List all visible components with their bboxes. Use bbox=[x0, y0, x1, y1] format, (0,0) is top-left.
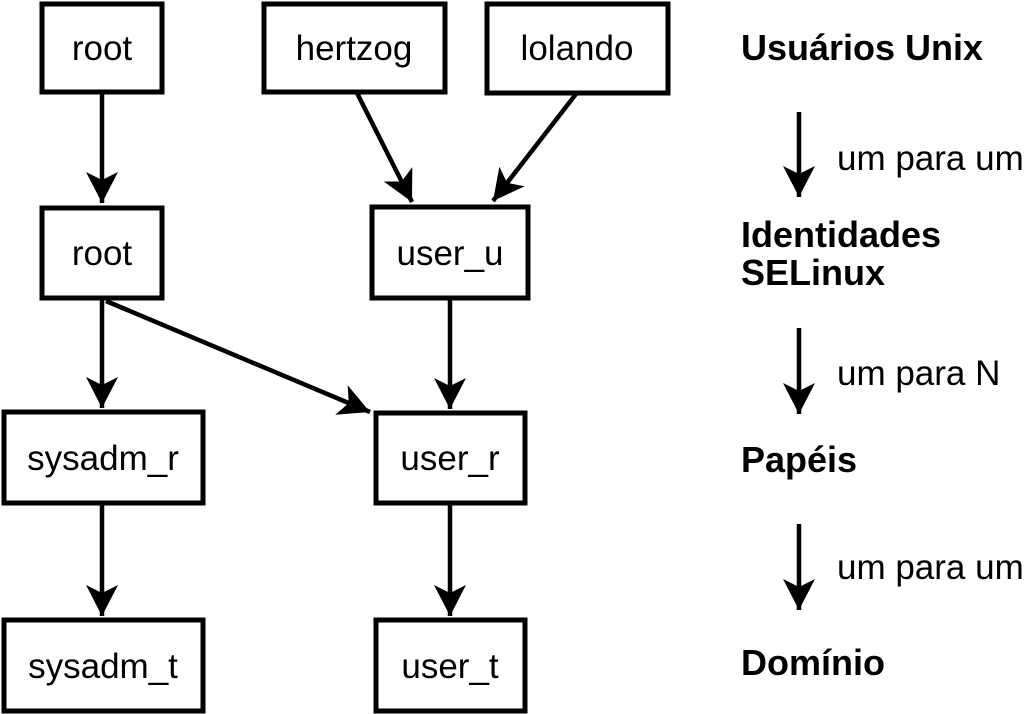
role-user-r-label: user_r bbox=[400, 439, 500, 478]
domain-sysadm-t-label: sysadm_t bbox=[28, 647, 178, 686]
selinux-root-label: root bbox=[72, 234, 133, 273]
legend-dominio: Domínio bbox=[741, 642, 885, 683]
legend-relation-3: um para um bbox=[837, 548, 1024, 587]
domain-user-t-label: user_t bbox=[401, 647, 499, 686]
legend-identidades-line2: SELinux bbox=[741, 252, 885, 293]
legend-column: Usuários Unix um para um Identidades SEL… bbox=[741, 27, 1024, 683]
domain-sysadm-t-box bbox=[1, 617, 206, 714]
arrow-hertzog-to-user-u bbox=[354, 91, 415, 204]
legend-relation-2: um para N bbox=[837, 354, 1000, 393]
role-sysadm-r-box bbox=[1, 409, 206, 506]
legend-relation-1: um para um bbox=[837, 139, 1024, 178]
legend-identidades-line1: Identidades bbox=[741, 214, 941, 255]
arrow-selinux-root-to-user-r bbox=[105, 298, 371, 415]
role-sysadm-r-label: sysadm_r bbox=[27, 439, 179, 478]
unix-lolando-label: lolando bbox=[521, 29, 634, 68]
selinux-identities-row bbox=[39, 204, 531, 301]
selinux-user-u-label: user_u bbox=[396, 234, 503, 273]
domain-user-t-box bbox=[373, 617, 528, 714]
selinux-root-box bbox=[39, 205, 165, 301]
unix-hertzog-box bbox=[261, 1, 448, 95]
legend-papeis: Papéis bbox=[741, 439, 857, 480]
unix-users-row bbox=[39, 1, 671, 96]
unix-lolando-box bbox=[484, 1, 671, 96]
unix-root-label: root bbox=[72, 29, 133, 68]
legend-usuarios-unix: Usuários Unix bbox=[741, 27, 983, 68]
domains-row bbox=[1, 617, 528, 714]
unix-hertzog-label: hertzog bbox=[296, 29, 413, 68]
arrow-lolando-to-user-u bbox=[491, 92, 578, 203]
